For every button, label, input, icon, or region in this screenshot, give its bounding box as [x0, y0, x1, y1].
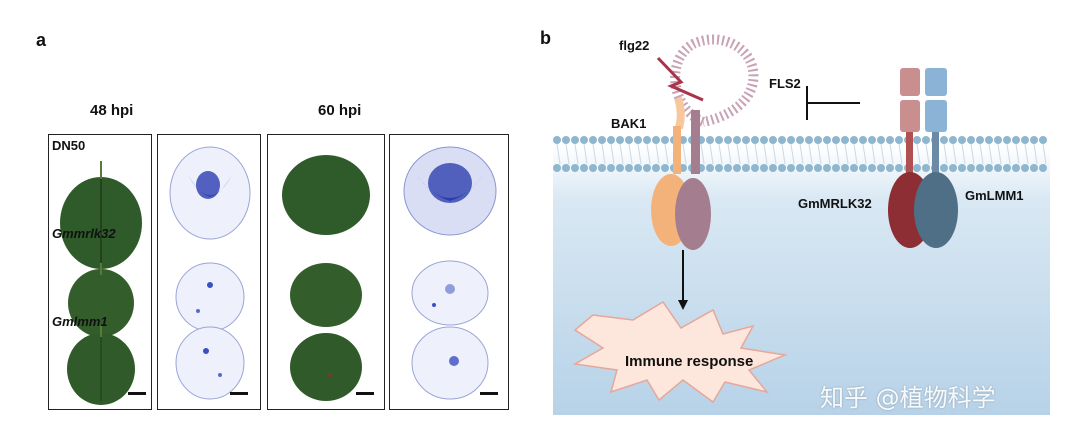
signal-arrow	[678, 250, 688, 310]
stained-leaf-image	[403, 146, 497, 400]
fls2-ectodomain	[670, 34, 759, 127]
genotype-label-gmlmm1: Gmlmm1	[52, 314, 108, 329]
gmlmm1-receptor	[914, 68, 958, 248]
leaf-panel-48hpi-unstained	[48, 134, 152, 410]
flg22-label: flg22	[619, 38, 649, 53]
scale-bar	[128, 392, 146, 395]
genotype-label-gmmrlk32: Gmmrlk32	[52, 226, 116, 241]
bak1-label: BAK1	[611, 116, 646, 131]
time-label-48hpi: 48 hpi	[90, 102, 134, 119]
watermark: 知乎 @植物科学	[820, 384, 996, 412]
panel-b-letter: b	[540, 28, 551, 48]
leaf-panel-60hpi-stained	[389, 134, 509, 410]
plasma-membrane	[553, 136, 1047, 172]
gmmrlk32-label: GmMRLK32	[798, 196, 872, 211]
scale-bar	[230, 392, 248, 395]
immune-response-burst	[572, 300, 788, 404]
flg22-peptide	[656, 56, 704, 102]
genotype-label-dn50: DN50	[52, 138, 86, 153]
stained-leaf-image	[169, 146, 251, 400]
inhibition-bar	[806, 86, 860, 120]
scale-bar	[356, 392, 374, 395]
signaling-diagram: flg22 FLS2 BAK1 GmMRLK32 GmLMM1 Immune r…	[553, 34, 1050, 415]
leaf-image	[282, 155, 370, 401]
time-label-60hpi: 60 hpi	[318, 102, 362, 119]
immune-response-label: Immune response	[625, 353, 753, 370]
leaf-image	[60, 161, 142, 405]
scale-bar	[480, 392, 498, 395]
fls2-label: FLS2	[769, 76, 801, 91]
leaf-panel-60hpi-unstained	[267, 134, 385, 410]
fls2-receptor	[675, 110, 711, 250]
leaf-panel-48hpi-stained	[157, 134, 261, 410]
gmlmm1-label: GmLMM1	[965, 188, 1024, 203]
panel-a-letter: a	[36, 30, 47, 50]
